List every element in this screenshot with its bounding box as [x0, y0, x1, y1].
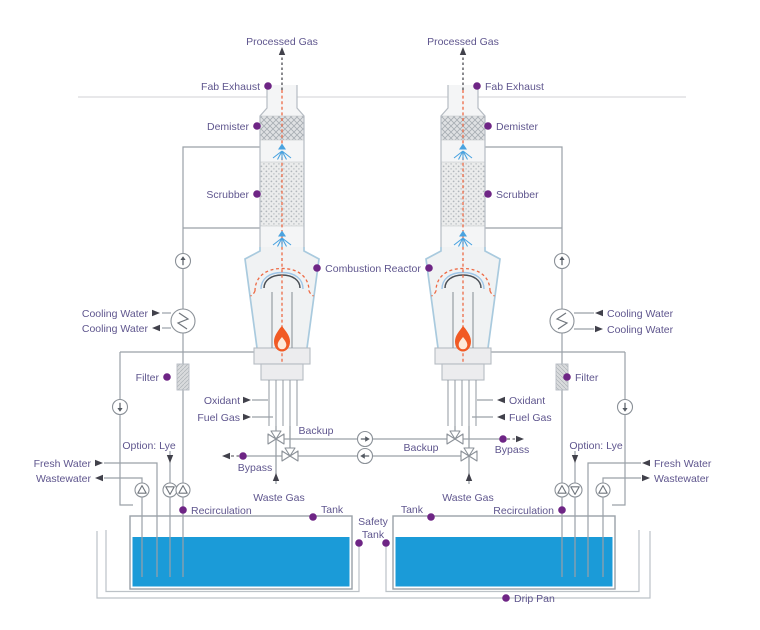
flow-arrow-icon — [642, 474, 650, 482]
flow-arrow-icon — [497, 396, 505, 404]
label-fuel-gas-left: Fuel Gas — [197, 412, 240, 424]
label-waste-gas-right: Waste Gas — [442, 492, 494, 504]
flow-arrow-icon — [497, 413, 505, 421]
marker-dot — [499, 435, 507, 443]
marker-dot — [239, 452, 247, 460]
label-fresh-water-left: Fresh Water — [34, 458, 92, 470]
label-cooling-water-out-right: Cooling Water — [607, 324, 674, 336]
marker-dot — [309, 513, 317, 521]
label-bypass-left: Bypass — [238, 462, 272, 474]
marker-dot — [355, 539, 363, 547]
label-safety-tank-line2: Tank — [362, 529, 385, 541]
flow-arrow-icon — [595, 309, 603, 317]
three-way-valve-icon — [281, 447, 299, 462]
label-scrubber-right: Scrubber — [496, 189, 539, 201]
marker-dot — [163, 373, 171, 381]
bypass-right-arrow-icon — [516, 435, 524, 443]
label-drip-pan: Drip Pan — [514, 593, 555, 605]
label-option-lye-right: Option: Lye — [569, 440, 622, 452]
marker-dot — [563, 373, 571, 381]
marker-dot — [313, 264, 321, 272]
label-fab-exhaust-left: Fab Exhaust — [201, 81, 260, 93]
flow-arrow-icon — [95, 474, 103, 482]
marker-dot — [179, 506, 187, 514]
label-oxidant-right: Oxidant — [509, 395, 545, 407]
label-filter-left: Filter — [136, 372, 160, 384]
label-bypass-right: Bypass — [495, 444, 529, 456]
label-processed-gas-right: Processed Gas — [427, 36, 499, 48]
marker-dot — [473, 82, 481, 90]
label-option-lye-left: Option: Lye — [122, 440, 175, 452]
marker-dot — [502, 594, 510, 602]
label-safety-tank-line1: Safety — [358, 516, 389, 528]
label-filter-right: Filter — [575, 372, 599, 384]
label-processed-gas-left: Processed Gas — [246, 36, 318, 48]
label-tank-left: Tank — [321, 504, 344, 516]
labels-layer: Processed Gas Processed Gas Fab Exhaust … — [34, 36, 712, 605]
flow-arrow-icon — [243, 396, 251, 404]
label-tank-right: Tank — [401, 504, 424, 516]
marker-dot — [484, 122, 492, 130]
flow-arrow-icon — [571, 455, 579, 463]
label-cooling-water-in-right: Cooling Water — [607, 308, 674, 320]
marker-dot — [253, 122, 261, 130]
flow-arrow-icon — [595, 325, 603, 333]
label-backup-upper: Backup — [298, 425, 333, 437]
label-fuel-gas-right: Fuel Gas — [509, 412, 552, 424]
three-way-valve-icon — [446, 430, 464, 445]
marker-dot — [253, 190, 261, 198]
backup-fan-icon — [356, 447, 374, 465]
marker-dot — [427, 513, 435, 521]
label-combustion-reactor: Combustion Reactor — [325, 263, 421, 275]
label-demister-right: Demister — [496, 121, 539, 133]
label-wastewater-left: Wastewater — [36, 473, 92, 485]
label-recirculation-left: Recirculation — [191, 505, 252, 517]
marker-dot — [264, 82, 272, 90]
flow-arrow-icon — [152, 309, 160, 317]
flow-arrow-icon — [166, 455, 174, 463]
backup-bypass-network — [222, 426, 524, 484]
label-waste-gas-left: Waste Gas — [253, 492, 305, 504]
marker-dot — [484, 190, 492, 198]
label-oxidant-left: Oxidant — [204, 395, 240, 407]
waste-gas-arrow-icon — [272, 473, 280, 481]
label-cooling-water-out-left: Cooling Water — [82, 323, 149, 335]
label-wastewater-right: Wastewater — [654, 473, 710, 485]
backup-fan-icon — [356, 430, 374, 448]
flow-arrow-icon — [243, 413, 251, 421]
label-scrubber-left: Scrubber — [206, 189, 249, 201]
label-cooling-water-in-left: Cooling Water — [82, 308, 149, 320]
bypass-left-arrow-icon — [222, 452, 230, 460]
flow-arrow-icon — [152, 324, 160, 332]
label-backup-lower: Backup — [403, 442, 438, 454]
waste-gas-arrow-icon — [465, 473, 473, 481]
label-demister-left: Demister — [207, 121, 250, 133]
label-recirculation-right: Recirculation — [493, 505, 554, 517]
label-fresh-water-right: Fresh Water — [654, 458, 712, 470]
marker-dot — [425, 264, 433, 272]
drip-pan-outline — [96, 531, 651, 599]
flow-arrow-icon — [642, 459, 650, 467]
marker-dot — [382, 539, 390, 547]
label-fab-exhaust-right: Fab Exhaust — [485, 81, 544, 93]
flow-arrow-icon — [95, 459, 103, 467]
marker-dot — [558, 506, 566, 514]
